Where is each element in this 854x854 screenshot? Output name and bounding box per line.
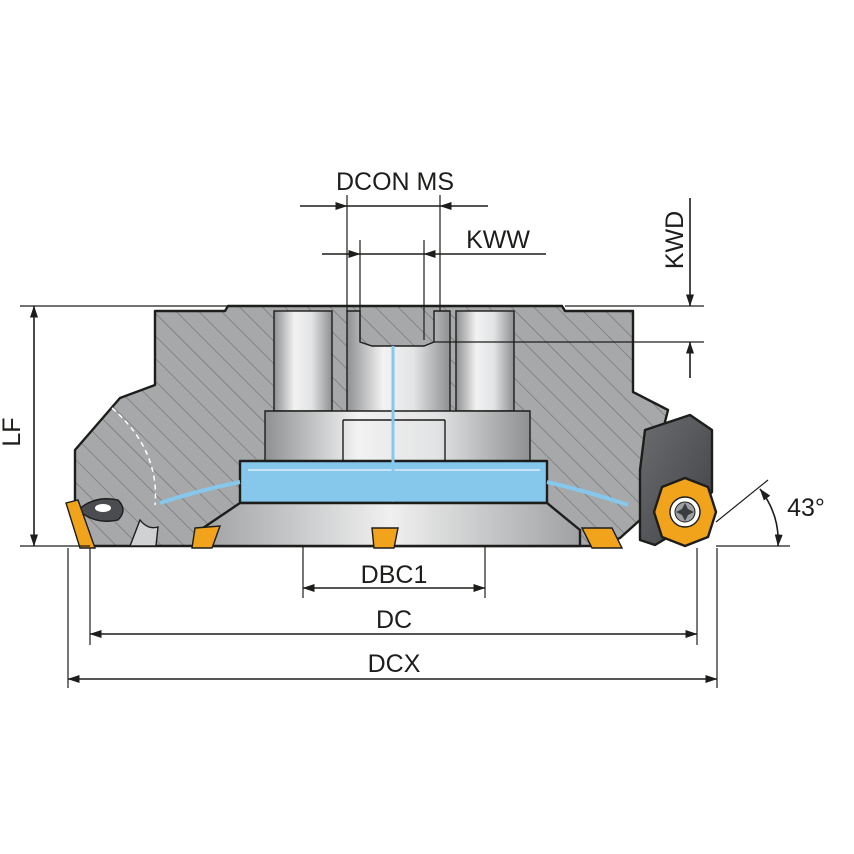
dim-angle: 43° xyxy=(715,479,825,547)
counterbore xyxy=(264,410,531,463)
label-dc: DC xyxy=(376,606,412,634)
coolant-channel-right xyxy=(546,480,629,507)
left-screw-bore xyxy=(273,310,333,412)
label-dcx: DCX xyxy=(368,650,421,678)
dim-dbc1: DBC1 xyxy=(302,546,486,598)
coolant-channel-left xyxy=(159,480,241,505)
dim-dcx: DCX xyxy=(67,548,718,688)
dim-lf: LF xyxy=(0,305,228,547)
label-kww: KWW xyxy=(466,226,530,254)
label-dcon-ms: DCON MS xyxy=(336,168,454,196)
label-lf: LF xyxy=(0,417,26,446)
label-kwd: KWD xyxy=(661,211,689,269)
round-insert xyxy=(652,476,718,548)
label-dbc1: DBC1 xyxy=(361,561,428,589)
dim-kww: KWW xyxy=(322,226,546,340)
insert-left xyxy=(65,499,96,549)
insert-bottom-2 xyxy=(371,527,399,549)
label-angle: 43° xyxy=(787,494,825,522)
dim-dc: DC xyxy=(89,548,698,645)
insert-bottom-1 xyxy=(191,525,222,549)
dim-kwd: KWD xyxy=(434,198,704,378)
cutter-body xyxy=(65,304,718,549)
hidden-contour xyxy=(111,407,157,506)
dimensions: DCON MS KWW KWD LF xyxy=(0,168,825,688)
right-screw-bore xyxy=(455,310,515,412)
chip-pocket-left xyxy=(128,518,159,547)
dim-dcon-ms: DCON MS xyxy=(300,168,488,311)
insert-bottom-3 xyxy=(580,527,624,549)
